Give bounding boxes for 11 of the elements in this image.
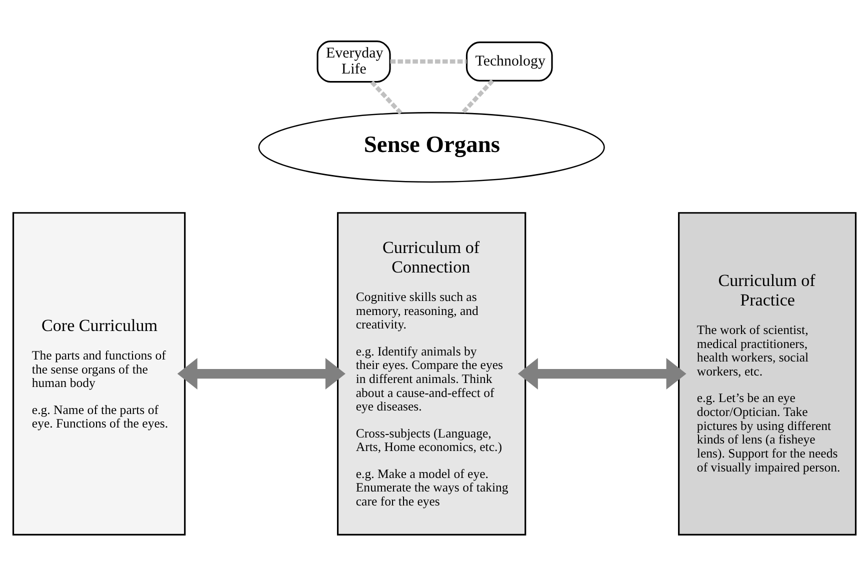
node-box: Core Curriculum The parts and functions of the sense organs of the human body e.g. Name of the parts of eye. Functions of the eyes. xyxy=(12,212,186,536)
node-box: Technology xyxy=(465,41,552,81)
arrow xyxy=(517,358,686,390)
node-box: Everyday Life xyxy=(316,40,390,82)
connector xyxy=(370,80,402,114)
arrow xyxy=(176,358,345,390)
node-ellipse: Sense Organs xyxy=(258,112,604,182)
connector xyxy=(460,78,494,114)
node-box: Curriculum of Connection Cognitive skills such as memory, reasoning, and creativity. e.g. Identify animals by their eyes. Compare the eyes in different animals. Think about a cause-and-effect of eye diseases. Cross-subjects (Language, Arts, Home economics, etc.) e.g. Make a model of eye. Enumerate the ways of taking care for the eyes xyxy=(336,212,526,536)
connector xyxy=(390,58,466,64)
node-box: Curriculum of Practice The work of scientist, medical practitioners, health workers, social workers, etc. e.g. Let’s be an eye doctor/Optician. Take pictures by using different kinds of lens (a fisheye lens). Support for the needs of visually impaired person. xyxy=(678,212,856,536)
